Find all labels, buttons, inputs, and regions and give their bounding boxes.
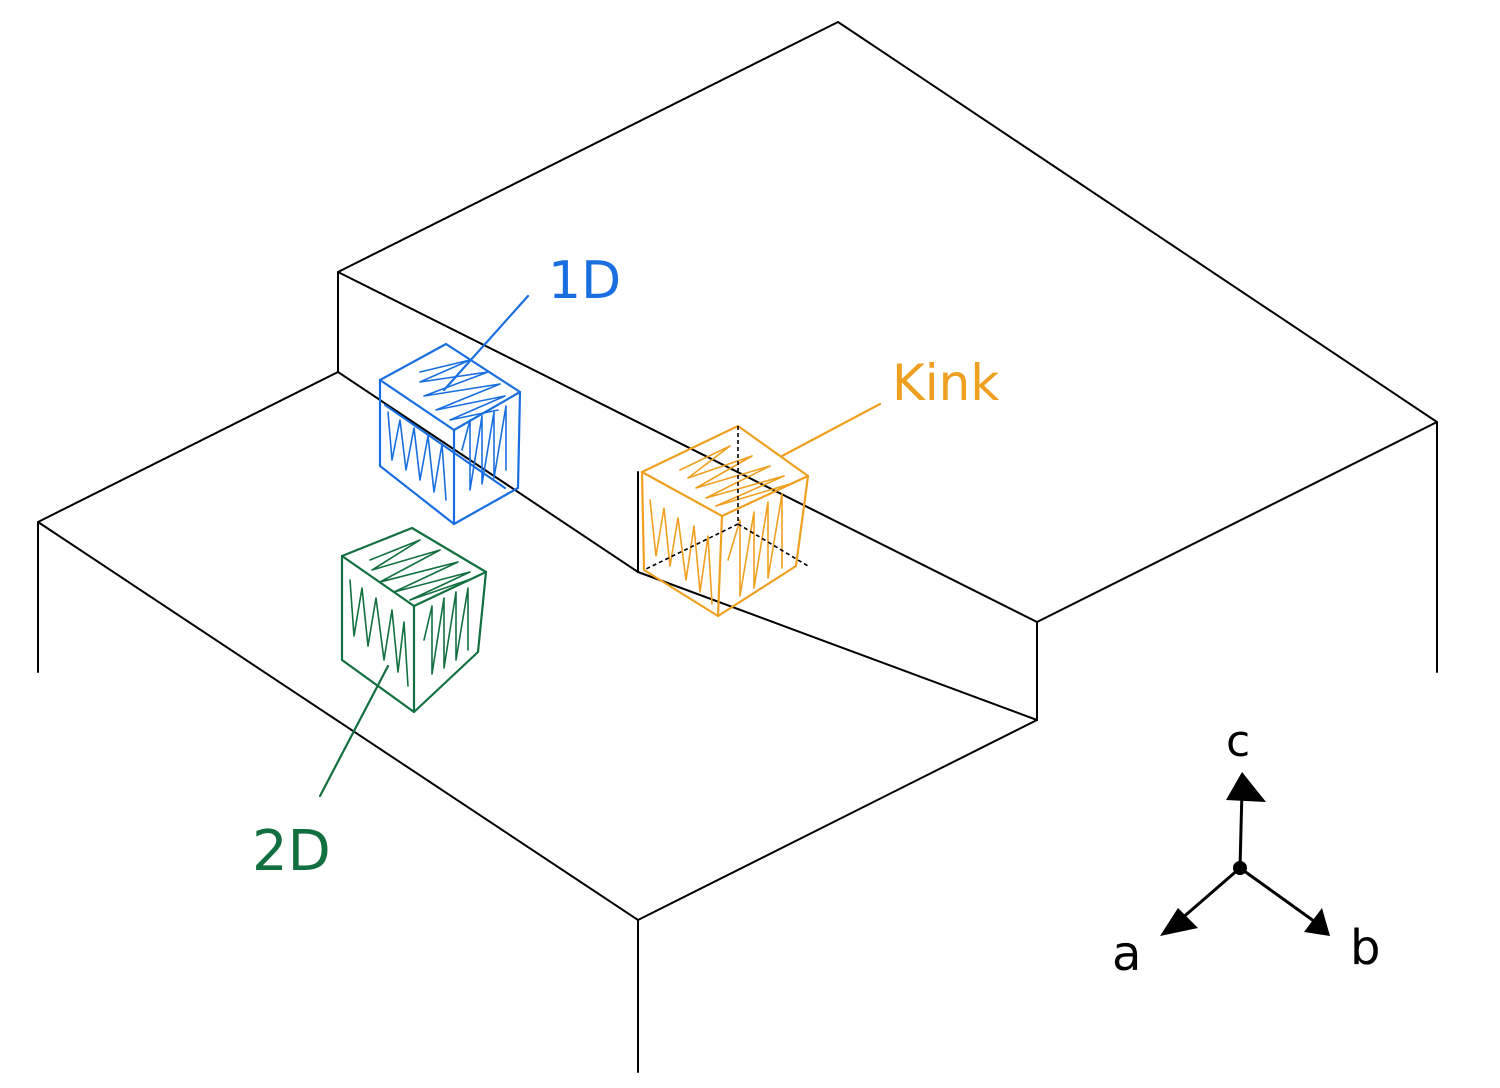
label-kink: Kink (892, 354, 999, 412)
step-bottom-edge (337, 371, 639, 573)
lower-terrace-outline (37, 371, 1038, 921)
cube-2d-hatch-top (369, 539, 475, 601)
cube-kink-hatch-top (679, 445, 791, 507)
cube-1d-hatch-top (419, 359, 506, 421)
cube-1d-hatch-right (461, 405, 507, 491)
cube-1d (378, 294, 530, 526)
cube-kink-hatch-right (727, 493, 783, 597)
kink-inner-edges (643, 426, 809, 571)
cube-kink (640, 402, 882, 618)
label-1d: 1D (548, 251, 621, 311)
cube-1d-leader (442, 294, 530, 392)
cube-2d (318, 526, 488, 798)
cube-2d-hatch-right (423, 587, 469, 675)
label-2d: 2D (252, 819, 331, 884)
axis-a-line (1178, 866, 1242, 922)
cube-kink-hatch-left (649, 499, 713, 605)
kink-bottom-edge (637, 571, 1038, 721)
axis-b-line (1238, 866, 1320, 926)
axis-b-arrowhead (1304, 908, 1330, 936)
axis-c-label: c (1226, 716, 1250, 767)
axis-c-arrowhead (1226, 772, 1266, 802)
terrace-block (37, 21, 1438, 1073)
axis-a-arrowhead (1160, 908, 1198, 936)
upper-terrace-outline (337, 21, 1438, 623)
axes-origin (1233, 861, 1247, 875)
axis-c-line (1238, 788, 1244, 870)
cube-1d-hatch-left (387, 411, 447, 501)
step-top-edge (337, 271, 1038, 623)
axis-b-label: b (1350, 920, 1380, 976)
cube-2d-hatch-left (349, 579, 409, 687)
cube-kink-leader (780, 402, 882, 458)
cube-2d-leader (318, 664, 390, 798)
axes-indicator: c a b (1112, 716, 1380, 982)
axis-a-label: a (1112, 926, 1141, 982)
